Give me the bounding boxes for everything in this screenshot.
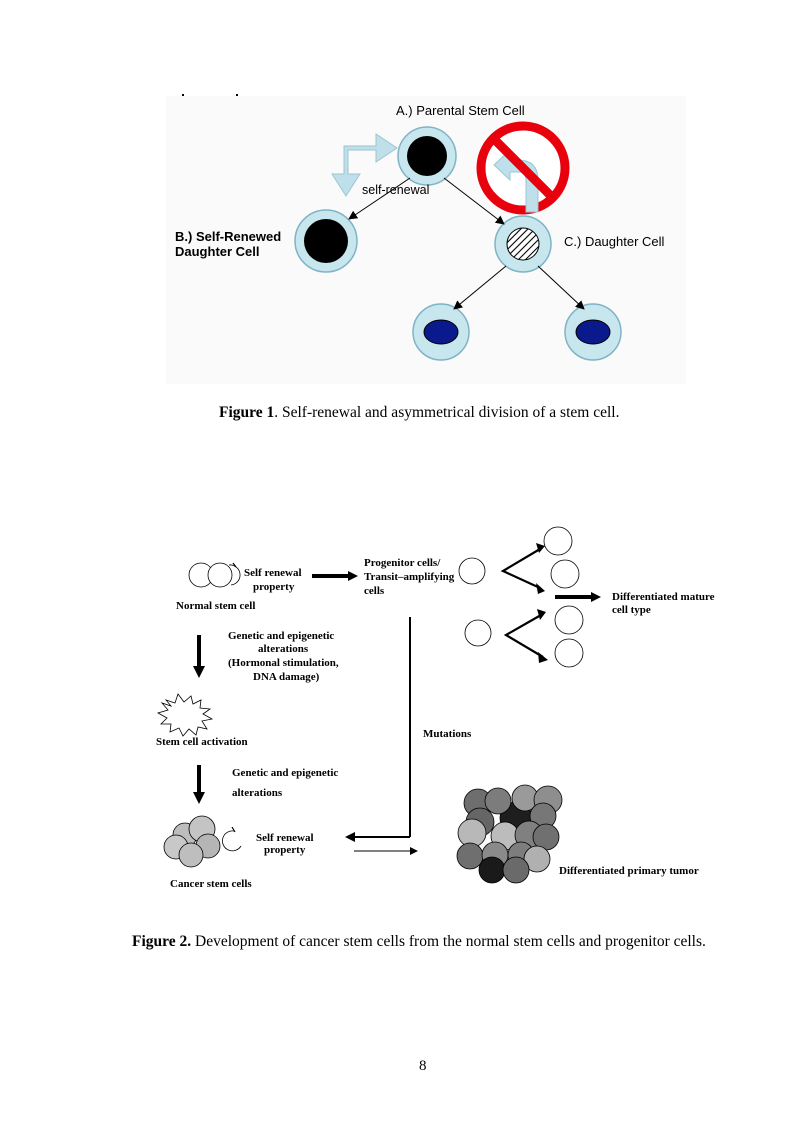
self-renewal-arrow-icon <box>331 133 398 197</box>
f2-genetic2-2: alterations <box>232 787 283 799</box>
f2-self-renewal-2b: property <box>264 844 306 856</box>
figure-2-caption-label: Figure 2. <box>132 933 192 950</box>
stem-cell-activation-icon <box>156 693 214 737</box>
f2-genetic2-1: Genetic and epigenetic <box>232 767 338 779</box>
mature-cell-2 <box>550 559 580 589</box>
f2-differentiated-2: cell type <box>612 604 651 616</box>
differentiated-cell-left <box>412 303 470 361</box>
figure-1-diagram: A.) Parental Stem Cell self-renewal B.) … <box>166 94 686 384</box>
mature-cell-4 <box>554 638 584 668</box>
label-self-renewed-1: B.) Self-Renewed <box>175 229 281 244</box>
label-self-renewed-2: Daughter Cell <box>175 244 260 259</box>
f2-progenitor-2: Transit–amplifying <box>364 571 455 583</box>
figure-2-caption: Figure 2. Development of cancer stem cel… <box>132 932 710 952</box>
f2-self-renewal-1b: property <box>253 581 295 593</box>
figure-2-caption-text: Development of cancer stem cells from th… <box>191 933 706 950</box>
f2-progenitor-3: cells <box>364 585 385 597</box>
label-daughter-cell: C.) Daughter Cell <box>564 234 665 249</box>
figure-1-caption-label: Figure 1 <box>219 404 275 421</box>
figure-1-caption: Figure 1. Self-renewal and asymmetrical … <box>219 403 619 423</box>
label-parental-stem-cell: A.) Parental Stem Cell <box>396 103 525 118</box>
f2-progenitor-1: Progenitor cells/ <box>364 557 441 569</box>
parental-stem-cell <box>397 126 457 186</box>
f2-genetic1-1: Genetic and epigenetic <box>228 630 334 642</box>
f2-genetic1-2: alterations <box>258 643 309 655</box>
f2-activation: Stem cell activation <box>156 736 248 748</box>
mature-cell-1 <box>543 526 573 556</box>
f2-self-renewal-1a: Self renewal <box>244 567 302 579</box>
differentiated-cell-right <box>564 303 622 361</box>
f2-mutations: Mutations <box>423 728 472 740</box>
f2-primary-tumor: Differentiated primary tumor <box>559 865 699 877</box>
page-number: 8 <box>419 1058 427 1074</box>
progenitor-cell-2 <box>464 619 492 647</box>
f2-normal-stem-cell: Normal stem cell <box>176 600 255 612</box>
mature-cell-3 <box>554 605 584 635</box>
normal-stem-cell-icon <box>188 562 241 588</box>
f2-genetic1-3: (Hormonal stimulation, <box>228 657 339 669</box>
daughter-cell <box>494 215 552 273</box>
progenitor-cell-1 <box>458 557 486 585</box>
differentiated-primary-tumor <box>456 784 563 884</box>
f2-differentiated-1: Differentiated mature <box>612 591 715 603</box>
f2-genetic1-4: DNA damage) <box>253 671 320 683</box>
f2-self-renewal-2a: Self renewal <box>256 832 314 844</box>
self-renewed-daughter-cell <box>294 209 358 273</box>
label-self-renewal: self-renewal <box>362 183 429 197</box>
figure-1-caption-text: . Self-renewal and asymmetrical division… <box>274 404 620 421</box>
f2-cancer-stem-cells: Cancer stem cells <box>170 878 252 890</box>
cancer-stem-cell-cluster <box>163 815 221 868</box>
no-return-sign-icon <box>476 121 570 215</box>
